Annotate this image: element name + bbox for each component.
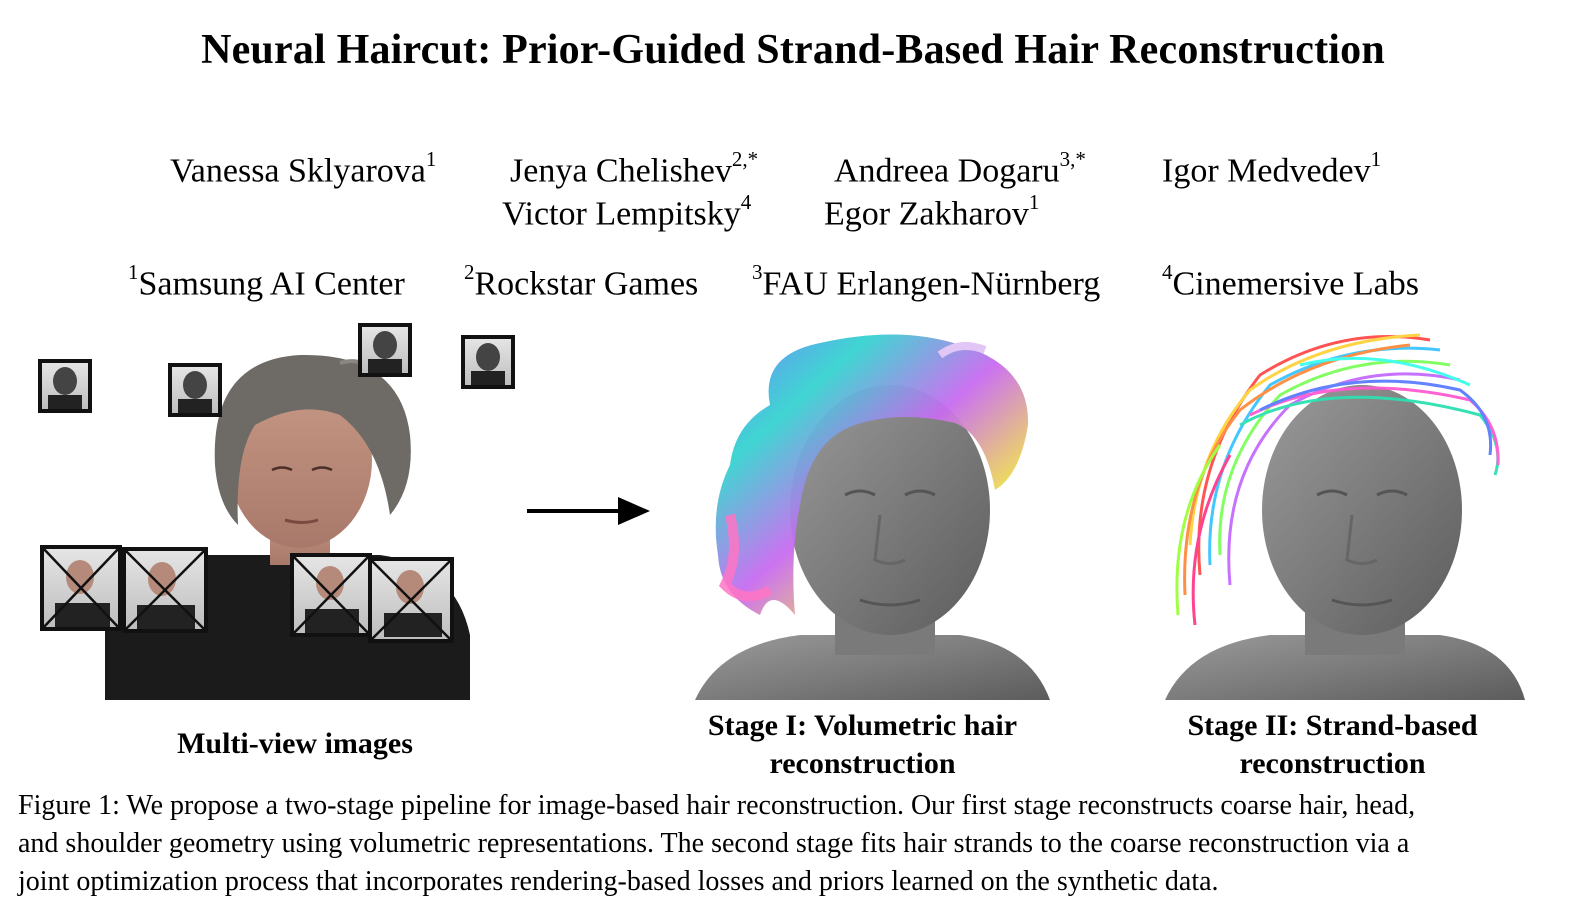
author-name: Igor Medvedev bbox=[1162, 152, 1371, 190]
affiliation-2: 2Rockstar Games bbox=[464, 260, 699, 303]
caption-line: Figure 1: We propose a two-stage pipelin… bbox=[18, 790, 1416, 821]
author-6: Egor Zakharov1 bbox=[824, 190, 1040, 233]
affiliation-4: 4Cinemersive Labs bbox=[1162, 260, 1419, 303]
author-4: Igor Medvedev1 bbox=[1162, 147, 1382, 190]
affiliation-1: 1Samsung AI Center bbox=[128, 260, 405, 303]
affiliation-name: Samsung AI Center bbox=[138, 265, 405, 303]
author-5: Victor Lempitsky4 bbox=[502, 190, 752, 233]
figure-illustration bbox=[38, 323, 1525, 700]
affiliation-3: 3FAU Erlangen-Nürnberg bbox=[752, 260, 1101, 303]
stage2-label-line2: reconstruction bbox=[1239, 747, 1426, 780]
stage1-label-line2: reconstruction bbox=[769, 747, 956, 780]
affiliation-name: Cinemersive Labs bbox=[1172, 265, 1419, 303]
affiliation-name: FAU Erlangen-Nürnberg bbox=[762, 265, 1101, 303]
caption-line: and shoulder geometry using volumetric r… bbox=[18, 828, 1410, 859]
author-3: Andreea Dogaru3,* bbox=[834, 147, 1086, 190]
author-sup: 3,* bbox=[1059, 147, 1086, 171]
stage2-label-line1: Stage II: Strand-based bbox=[1187, 709, 1478, 742]
camera-view-thumbnail bbox=[358, 323, 412, 377]
camera-view-thumbnail bbox=[122, 547, 208, 633]
author-name: Jenya Chelishev bbox=[510, 152, 732, 190]
author-sup: 4 bbox=[740, 190, 752, 214]
author-sup: 2,* bbox=[731, 147, 759, 171]
camera-view-thumbnail bbox=[168, 363, 222, 417]
author-2: Jenya Chelishev2,* bbox=[510, 147, 759, 190]
camera-view-thumbnail bbox=[461, 335, 515, 389]
stage1-label-line1: Stage I: Volumetric hair bbox=[707, 709, 1018, 742]
author-sup: 1 bbox=[1028, 190, 1040, 214]
author-name: Victor Lempitsky bbox=[502, 195, 741, 233]
author-1: Vanessa Sklyarova1 bbox=[170, 147, 437, 190]
stage2-label: Stage II: Strand-based reconstruction bbox=[1165, 707, 1500, 783]
stage1-label: Stage I: Volumetric hair reconstruction bbox=[690, 707, 1035, 783]
caption-line: joint optimization process that incorpor… bbox=[18, 866, 1219, 897]
author-name: Vanessa Sklyarova bbox=[170, 152, 426, 190]
multiview-photo bbox=[105, 354, 470, 700]
author-name: Egor Zakharov bbox=[824, 195, 1029, 233]
affiliation-sup: 3 bbox=[752, 260, 763, 284]
author-name: Andreea Dogaru bbox=[834, 152, 1060, 190]
pipeline-arrow bbox=[527, 497, 650, 525]
figure-caption: Figure 1: We propose a two-stage pipelin… bbox=[18, 787, 1570, 901]
paper-title: Neural Haircut: Prior-Guided Strand-Base… bbox=[201, 27, 1385, 73]
camera-view-thumbnail bbox=[290, 553, 372, 637]
camera-view-thumbnail bbox=[368, 557, 454, 643]
stage1-volumetric-render bbox=[695, 334, 1050, 700]
author-sup: 1 bbox=[425, 147, 437, 171]
affiliation-sup: 2 bbox=[464, 260, 475, 284]
multiview-label: Multi-view images bbox=[150, 725, 440, 763]
figure-1: Multi-view images Stage I: Volumetric ha… bbox=[0, 315, 1586, 785]
affiliation-name: Rockstar Games bbox=[474, 265, 699, 303]
affiliation-sup: 4 bbox=[1162, 260, 1173, 284]
author-sup: 1 bbox=[1370, 147, 1382, 171]
stage2-strand-render bbox=[1165, 333, 1525, 700]
multiview-label-text: Multi-view images bbox=[177, 727, 413, 760]
affiliation-sup: 1 bbox=[128, 260, 139, 284]
camera-view-thumbnail bbox=[40, 545, 122, 631]
camera-view-thumbnail bbox=[38, 359, 92, 413]
